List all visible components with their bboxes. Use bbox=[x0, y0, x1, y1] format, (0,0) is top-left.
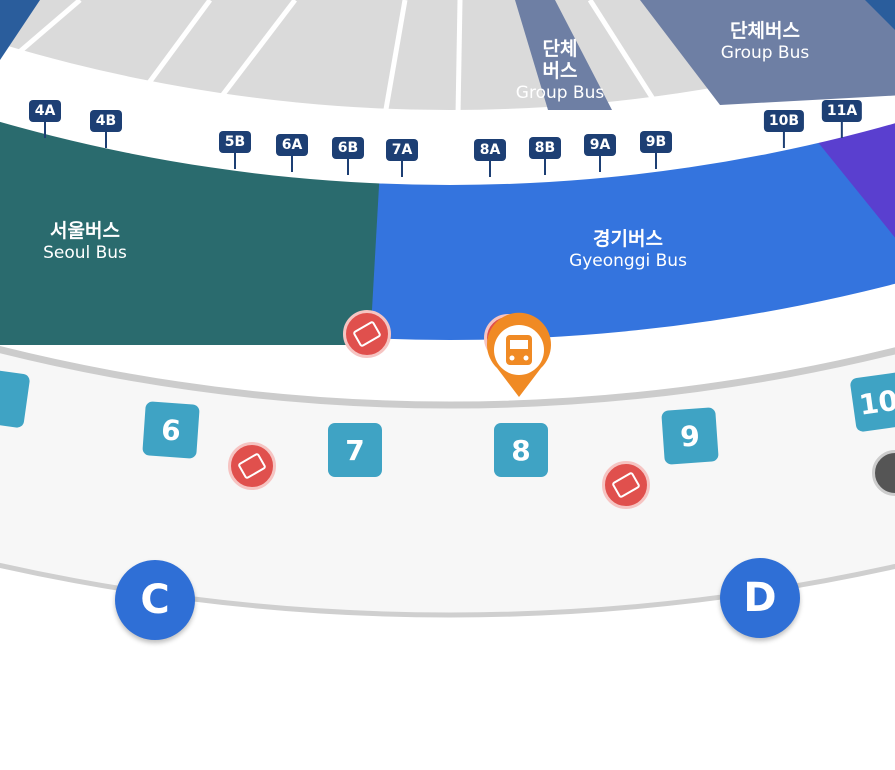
seoul-bus-label: 서울버스 Seoul Bus bbox=[43, 216, 127, 263]
zone-C[interactable]: C bbox=[115, 560, 195, 640]
stop-label: 8A bbox=[474, 139, 506, 161]
stop-11A[interactable]: 11A bbox=[821, 100, 863, 138]
group-bus-small-label: 단체 버스 Group Bus bbox=[516, 38, 604, 104]
stop-label: 5B bbox=[219, 131, 251, 153]
stop-6B[interactable]: 6B bbox=[332, 137, 364, 175]
stop-pole bbox=[234, 153, 236, 169]
stop-9B[interactable]: 9B bbox=[640, 131, 672, 169]
group-bus-small-ko2: 버스 bbox=[542, 60, 578, 82]
stop-pole bbox=[105, 132, 107, 148]
ticket-office-icon[interactable] bbox=[484, 314, 532, 362]
gyeonggi-bus-label: 경기버스 Gyeonggi Bus bbox=[569, 224, 687, 271]
gate-6[interactable]: 6 bbox=[142, 401, 200, 459]
stop-label: 4B bbox=[90, 110, 122, 132]
stop-4B[interactable]: 4B bbox=[90, 110, 122, 148]
stop-8B[interactable]: 8B bbox=[529, 137, 561, 175]
stop-pole bbox=[291, 156, 293, 172]
gate-7[interactable]: 7 bbox=[328, 423, 382, 477]
gate-10[interactable]: 10 bbox=[849, 371, 895, 433]
stop-10B[interactable]: 10B bbox=[763, 110, 805, 148]
stop-pole bbox=[655, 153, 657, 169]
stop-pole bbox=[401, 161, 403, 177]
stop-8A[interactable]: 8A bbox=[474, 139, 506, 177]
ticket-office-icon[interactable] bbox=[343, 310, 391, 358]
stop-label: 6A bbox=[276, 134, 308, 156]
gyeonggi-bus-ko: 경기버스 bbox=[593, 228, 663, 250]
stop-label: 6B bbox=[332, 137, 364, 159]
stop-pole bbox=[44, 122, 46, 138]
stop-label: 11A bbox=[821, 100, 863, 122]
stop-pole bbox=[599, 156, 601, 172]
stop-label: 4A bbox=[29, 100, 61, 122]
stop-label: 9A bbox=[584, 134, 616, 156]
group-bus-area-small bbox=[515, 0, 612, 110]
group-bus-small-en: Group Bus bbox=[515, 83, 605, 103]
group-bus-large-label: 단체버스 Group Bus bbox=[721, 16, 809, 63]
seoul-bus-ko: 서울버스 bbox=[50, 220, 120, 242]
group-bus-small-ko1: 단체 bbox=[542, 38, 578, 60]
gate-9[interactable]: 9 bbox=[661, 407, 719, 465]
group-bus-area-large bbox=[640, 0, 895, 105]
gate-8[interactable]: 8 bbox=[494, 423, 548, 477]
zone-D[interactable]: D bbox=[720, 558, 800, 638]
stop-label: 8B bbox=[529, 137, 561, 159]
stop-pole bbox=[489, 161, 491, 177]
stop-6A[interactable]: 6A bbox=[276, 134, 308, 172]
group-bus-large-en: Group Bus bbox=[720, 43, 810, 63]
ticket-office-icon[interactable] bbox=[228, 442, 276, 490]
stop-5B[interactable]: 5B bbox=[219, 131, 251, 169]
stop-label: 9B bbox=[640, 131, 672, 153]
stop-4A[interactable]: 4A bbox=[29, 100, 61, 138]
stop-pole bbox=[347, 159, 349, 175]
stop-7A[interactable]: 7A bbox=[386, 139, 418, 177]
stop-label: 7A bbox=[386, 139, 418, 161]
stop-label: 10B bbox=[763, 110, 805, 132]
seoul-bus-en: Seoul Bus bbox=[43, 243, 127, 263]
ticket-office-icon[interactable] bbox=[602, 461, 650, 509]
stop-pole bbox=[783, 132, 785, 148]
stop-pole bbox=[840, 122, 843, 138]
stop-9A[interactable]: 9A bbox=[584, 134, 616, 172]
stop-pole bbox=[544, 159, 546, 175]
purple-area bbox=[800, 120, 895, 238]
gyeonggi-bus-en: Gyeonggi Bus bbox=[569, 251, 687, 271]
group-bus-large-ko: 단체버스 bbox=[730, 20, 800, 42]
